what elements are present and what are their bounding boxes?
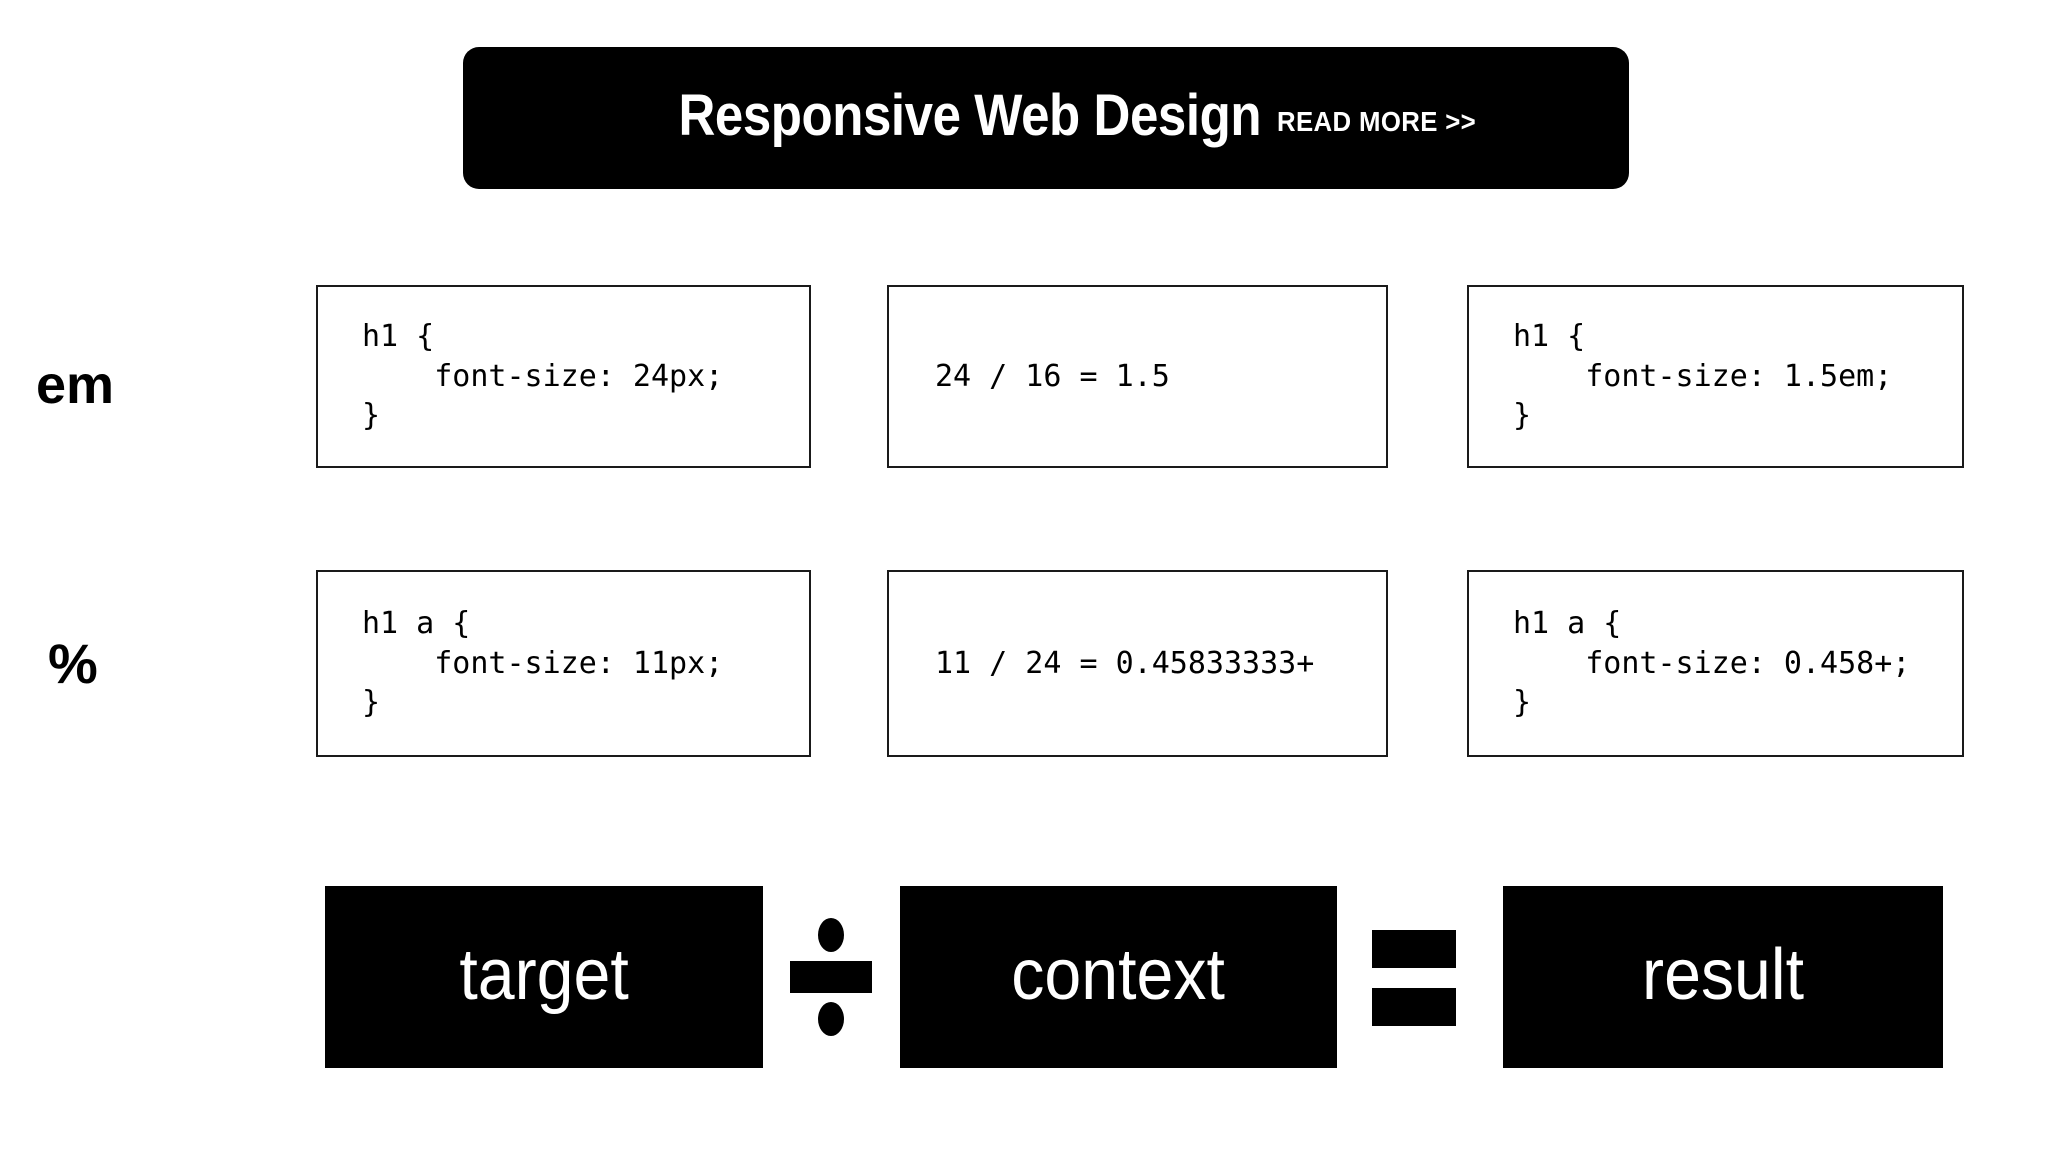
equals-icon [1372,930,1456,1026]
formula-target-box: target [325,886,763,1068]
formula-target-label: target [459,935,629,1015]
math-text: 24 / 16 = 1.5 [935,358,1170,394]
divide-icon [790,918,872,1036]
formula-result-label: result [1642,935,1804,1015]
code-text: h1 a { font-size: 11px; } [362,606,724,721]
code-box-em-calculation: 24 / 16 = 1.5 [887,285,1388,468]
divide-dot-top [818,918,844,952]
row-label-em: em [36,355,115,415]
formula-context-label: context [1011,935,1226,1015]
read-more-link[interactable]: READ MORE >> [1276,106,1476,137]
code-box-percent-result: h1 a { font-size: 0.458+; } [1467,570,1964,757]
formula-result-box: result [1503,886,1943,1068]
code-text: h1 { font-size: 1.5em; } [1513,319,1893,434]
code-box-percent-target: h1 a { font-size: 11px; } [316,570,811,757]
code-text: h1 a { font-size: 0.458+; } [1513,606,1911,721]
equals-bar-top [1372,930,1456,968]
header-banner[interactable]: Responsive Web Design READ MORE >> [463,47,1629,189]
divide-dot-bottom [818,1002,844,1036]
page-title: Responsive Web Design [678,83,1261,148]
equals-bar-bottom [1372,988,1456,1026]
formula-context-box: context [900,886,1337,1068]
code-box-percent-calculation: 11 / 24 = 0.45833333+ [887,570,1388,757]
row-label-percent: % [48,632,98,695]
divide-bar [790,961,872,993]
formula-row: target context result [0,886,2048,1072]
code-box-em-result: h1 { font-size: 1.5em; } [1467,285,1964,468]
math-text: 11 / 24 = 0.45833333+ [935,645,1315,681]
code-text: h1 { font-size: 24px; } [362,319,724,434]
code-box-em-target: h1 { font-size: 24px; } [316,285,811,468]
